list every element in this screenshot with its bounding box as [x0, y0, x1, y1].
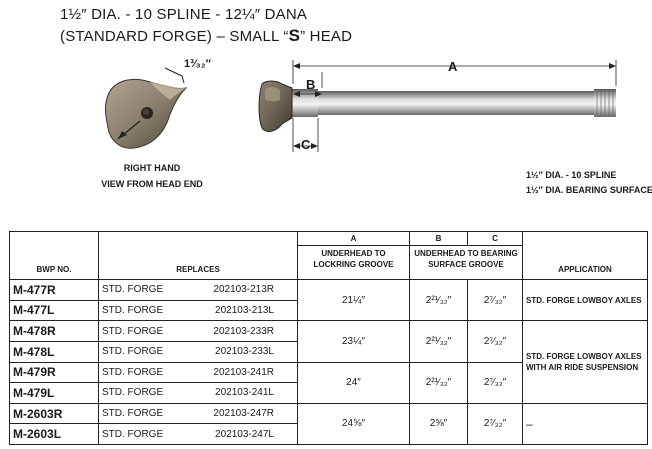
replaces-cell: STD. FORGE 202103-213R — [98, 279, 298, 301]
spec-line2: 1½″ DIA. BEARING SURFACE — [526, 185, 652, 195]
caption-line2: VIEW FROM HEAD END — [101, 179, 203, 189]
header-b-letter: B — [409, 231, 468, 246]
camshaft-illustration — [104, 60, 617, 152]
replaces-ref: 202103-213R — [213, 284, 274, 296]
dim-head-thickness: 1³⁄₃₂″ — [184, 58, 211, 70]
part-number: M-479L — [9, 382, 99, 404]
part-number: M-478R — [9, 320, 99, 342]
replaces-ref: 202103-233R — [213, 325, 274, 337]
replaces-ref: 202103-213L — [215, 304, 274, 316]
caption-line1: RIGHT HAND — [123, 163, 181, 173]
application-cell: STD. FORGE LOWBOY AXLES WITH AIR RIDE SU… — [522, 320, 648, 404]
table-row: M-479R STD. FORGE 202103-241R 24″ 2²¹⁄₃₂″… — [9, 361, 648, 404]
part-number: M-2603R — [9, 402, 99, 425]
application-cell: – — [522, 402, 648, 446]
replaces-ref: 202103-247L — [215, 428, 274, 440]
dim-b-value: 2²¹⁄₃₂″ — [409, 361, 468, 404]
replaces-ref: 202103-241R — [213, 366, 274, 378]
subtitle-suffix: ” HEAD — [300, 28, 353, 45]
dim-c-value: 2⁷⁄₃₂″ — [467, 402, 523, 446]
s-head-end-view — [104, 78, 188, 149]
replaces-cell: STD. FORGE 202103-247R — [98, 402, 298, 425]
replaces-type: STD. FORGE — [102, 366, 164, 378]
replaces-cell: STD. FORGE 202103-233L — [98, 340, 298, 363]
dim-c-label: C — [301, 137, 311, 152]
replaces-cell: STD. FORGE 202103-241L — [98, 382, 298, 404]
replaces-cell: STD. FORGE 202103-213L — [98, 299, 298, 322]
spec-line1: 1½″ DIA. - 10 SPLINE — [526, 170, 617, 180]
page-title: 1½″ DIA. - 10 SPLINE - 12¼″ DANA — [60, 6, 308, 23]
replaces-type: STD. FORGE — [102, 428, 164, 440]
dim-a-value: 24⅝″ — [297, 402, 410, 446]
subtitle-s: S — [288, 26, 301, 45]
table-row: M-2603R STD. FORGE 202103-247R 24⅝″ 2⅝″ 2… — [9, 402, 648, 446]
dim-a-value: 24″ — [297, 361, 410, 404]
replaces-ref: 202103-233L — [215, 346, 274, 358]
part-number: M-479R — [9, 361, 99, 384]
dim-c-value: 2⁷⁄₃₂″ — [467, 361, 523, 404]
replaces-cell: STD. FORGE 202103-233R — [98, 320, 298, 342]
replaces-type: STD. FORGE — [102, 387, 164, 399]
replaces-cell: STD. FORGE 202103-247L — [98, 423, 298, 445]
subtitle-prefix: (STANDARD FORGE) – SMALL “ — [60, 28, 289, 45]
replaces-ref: 202103-247R — [213, 408, 274, 420]
header-a-desc: UNDERHEAD TO LOCKRING GROOVE — [297, 245, 410, 280]
header-application: APPLICATION — [522, 231, 648, 280]
parts-table: BWP NO. REPLACES A B C APPLICATION UNDER… — [9, 231, 648, 446]
spec-notes: 1½″ DIA. - 10 SPLINE 1½″ DIA. BEARING SU… — [526, 168, 652, 198]
replaces-type: STD. FORGE — [102, 325, 164, 337]
table-row: M-477L STD. FORGE 202103-213L — [9, 299, 648, 322]
part-number: M-477R — [9, 279, 99, 301]
camshaft-side-view — [258, 80, 616, 132]
application-cell: STD. FORGE LOWBOY AXLES — [522, 278, 648, 322]
dim-b-value: 2²¹⁄₃₂″ — [409, 278, 468, 322]
replaces-type: STD. FORGE — [102, 284, 164, 296]
replaces-ref: 202103-241L — [215, 387, 274, 399]
part-number: M-478L — [9, 340, 99, 363]
header-bwp-no: BWP NO. — [9, 231, 99, 280]
dim-c-value: 2⁷⁄₃₂″ — [467, 278, 523, 322]
header-replaces: REPLACES — [98, 231, 298, 280]
table-row: M-478R STD. FORGE 202103-233R 23¼″ 2²¹⁄₃₂… — [9, 320, 648, 404]
dim-a-label: A — [448, 59, 458, 74]
replaces-cell: STD. FORGE 202103-241R — [98, 361, 298, 384]
dim-b-value: 2²¹⁄₃₂″ — [409, 320, 468, 363]
part-number: M-2603L — [9, 423, 99, 445]
dim-b-value: 2⅝″ — [409, 402, 468, 446]
header-c-letter: C — [467, 231, 523, 246]
dim-c-value: 2⁷⁄₃₂″ — [467, 320, 523, 363]
header-a-letter: A — [297, 231, 410, 246]
dim-a-value: 21¼″ — [297, 278, 410, 322]
replaces-type: STD. FORGE — [102, 304, 164, 316]
table-row: M-2603L STD. FORGE 202103-247L — [9, 423, 648, 445]
page-subtitle: (STANDARD FORGE) – SMALL “S” HEAD — [60, 26, 352, 46]
replaces-type: STD. FORGE — [102, 346, 164, 358]
replaces-type: STD. FORGE — [102, 408, 164, 420]
part-number: M-477L — [9, 299, 99, 322]
view-caption: RIGHT HAND VIEW FROM HEAD END — [92, 160, 212, 192]
dim-b-label: B — [306, 77, 316, 92]
dim-a-value: 23¼″ — [297, 320, 410, 363]
table-row: M-479L STD. FORGE 202103-241L — [9, 382, 648, 404]
header-bc-desc: UNDERHEAD TO BEARING SURFACE GROOVE — [409, 245, 523, 280]
table-row: M-477R STD. FORGE 202103-213R 21¼″ 2²¹⁄₃₂… — [9, 278, 648, 322]
